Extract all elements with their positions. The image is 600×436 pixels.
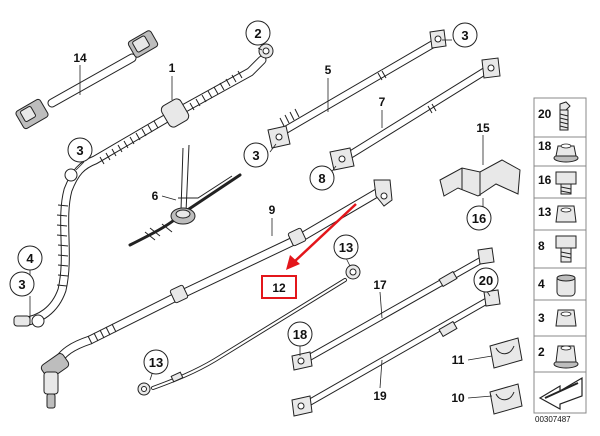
callout-3-left: 3 bbox=[67, 137, 93, 163]
side-item-4: 4 bbox=[538, 274, 576, 297]
callout-3-top-right-label: 3 bbox=[461, 28, 468, 43]
callout-13-right-label: 13 bbox=[339, 240, 353, 255]
callout-8: 8 bbox=[309, 165, 335, 191]
side-item-20: 20 bbox=[538, 101, 571, 131]
side-item-18-label: 18 bbox=[538, 139, 552, 153]
part-6-bracket bbox=[128, 144, 242, 247]
side-item-3-label: 3 bbox=[538, 311, 545, 325]
callout-16-label: 16 bbox=[472, 211, 486, 226]
part-1-cable bbox=[13, 43, 274, 328]
part-11-clip bbox=[489, 337, 523, 369]
callout-3-left-label: 3 bbox=[76, 143, 83, 158]
callout-3-top-right: 3 bbox=[452, 22, 478, 48]
label-part-19: 19 bbox=[373, 389, 387, 403]
callout-16: 16 bbox=[466, 205, 492, 231]
label-part-14: 14 bbox=[73, 51, 87, 65]
highlight-box bbox=[261, 275, 297, 299]
side-item-2: 2 bbox=[538, 345, 579, 369]
part-7-cable bbox=[329, 57, 501, 171]
label-part-15: 15 bbox=[476, 121, 490, 135]
callout-3-bottom-left-label: 3 bbox=[18, 277, 25, 292]
callout-18-label: 18 bbox=[293, 327, 307, 342]
label-part-11: 11 bbox=[452, 353, 465, 367]
label-part-7: 7 bbox=[379, 95, 386, 109]
part-9-cable bbox=[40, 179, 393, 409]
part-19-cable bbox=[291, 289, 501, 417]
callout-13-right: 13 bbox=[333, 234, 359, 260]
callout-20-label: 20 bbox=[479, 273, 493, 288]
part-15-bracket bbox=[439, 159, 521, 197]
callout-13-left: 13 bbox=[143, 349, 169, 375]
callout-13-left-label: 13 bbox=[149, 355, 163, 370]
label-part-6: 6 bbox=[152, 189, 159, 203]
callout-4-label: 4 bbox=[26, 251, 34, 266]
reference-number: 00307487 bbox=[535, 415, 571, 424]
leader-lines bbox=[29, 39, 493, 399]
callout-20: 20 bbox=[473, 267, 499, 293]
label-part-5: 5 bbox=[325, 63, 332, 77]
part-10-clip bbox=[489, 383, 523, 415]
label-part-1: 1 bbox=[169, 61, 176, 75]
side-item-4-label: 4 bbox=[538, 277, 545, 291]
label-part-12: 12 bbox=[272, 281, 286, 295]
label-part-10: 10 bbox=[451, 391, 465, 405]
side-item-20-label: 20 bbox=[538, 107, 552, 121]
connector-plug-top bbox=[127, 30, 159, 58]
part-14-sleeve bbox=[15, 30, 159, 130]
side-item-13: 13 bbox=[538, 205, 577, 223]
direction-arrow-icon bbox=[538, 376, 583, 411]
side-item-18: 18 bbox=[538, 139, 579, 163]
callout-2: 2 bbox=[245, 20, 271, 46]
callout-3-middle: 3 bbox=[243, 142, 269, 168]
side-panel: 20 18 16 13 8 bbox=[533, 97, 587, 414]
highlight-arrow bbox=[286, 203, 357, 270]
connector-plug-left bbox=[15, 98, 49, 130]
callout-3-bottom-left: 3 bbox=[9, 271, 35, 297]
part-5-cable bbox=[267, 29, 447, 149]
callout-3-middle-label: 3 bbox=[252, 148, 259, 163]
callout-2-label: 2 bbox=[254, 26, 261, 41]
side-item-2-label: 2 bbox=[538, 345, 545, 359]
callout-18: 18 bbox=[287, 321, 313, 347]
label-part-9: 9 bbox=[269, 203, 276, 217]
part-17-cable bbox=[291, 247, 495, 371]
side-item-16-label: 16 bbox=[538, 173, 552, 187]
callout-8-label: 8 bbox=[318, 171, 325, 186]
label-part-17: 17 bbox=[373, 278, 387, 292]
side-item-8: 8 bbox=[538, 235, 577, 263]
side-item-3: 3 bbox=[538, 309, 577, 327]
side-item-16: 16 bbox=[538, 171, 577, 195]
part-12-cable bbox=[137, 264, 361, 396]
side-item-13-label: 13 bbox=[538, 205, 552, 219]
side-item-8-label: 8 bbox=[538, 239, 545, 253]
callout-4: 4 bbox=[17, 245, 43, 271]
